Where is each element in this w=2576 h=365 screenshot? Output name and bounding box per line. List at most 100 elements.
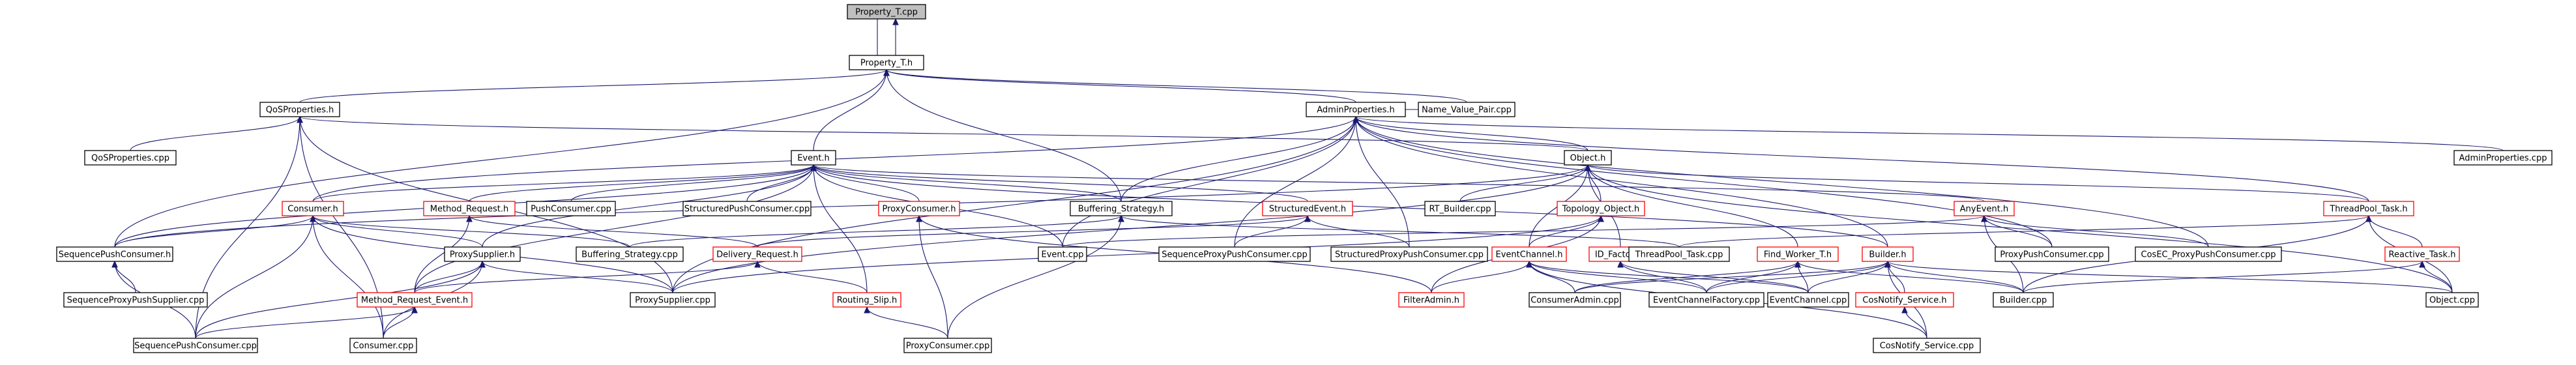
- include-edge: [1353, 115, 1588, 151]
- node-box: [1855, 292, 1954, 308]
- graph-node-anyevent-h[interactable]: AnyEvent.h: [1954, 201, 2015, 216]
- node-box: [1767, 292, 1849, 308]
- edge-line: [1355, 116, 2369, 202]
- node-label: ProxySupplier.cpp: [635, 296, 710, 306]
- graph-node-seqproxypushsupplier-cpp[interactable]: SequenceProxyPushSupplier.cpp: [63, 292, 208, 308]
- node-label: Reactive_Task.h: [2389, 250, 2456, 260]
- include-edge: [1062, 214, 1987, 248]
- graph-node-threadpool-task-cpp[interactable]: ThreadPool_Task.cpp: [1628, 246, 1730, 262]
- node-box: [84, 150, 177, 166]
- node-label: FilterAdmin.h: [1403, 296, 1459, 306]
- node-box: [1648, 292, 1764, 308]
- include-edge: [1901, 306, 1927, 339]
- graph-node-proxysupplier-cpp[interactable]: ProxySupplier.cpp: [630, 292, 716, 308]
- graph-node-eventchannel-h[interactable]: EventChannel.h: [1491, 246, 1567, 262]
- node-box: [1306, 102, 1406, 117]
- node-box: [1995, 246, 2109, 262]
- graph-node-method-request-event-h[interactable]: Method_Request_Event.h: [357, 292, 473, 308]
- graph-node-seqpushconsumer-cpp[interactable]: SequencePushConsumer.cpp: [133, 338, 258, 353]
- include-edge: [947, 214, 1124, 339]
- graph-node-find-worker-t-h[interactable]: Find_Worker_T.h: [1757, 246, 1839, 262]
- include-edge: [1794, 260, 2024, 293]
- node-label: PushConsumer.cpp: [531, 205, 611, 214]
- edge-line: [1706, 261, 1798, 293]
- graph-node-nvp-cpp[interactable]: Name_Value_Pair.cpp: [1418, 102, 1515, 117]
- graph-node-cosec-proxypushconsumer-cpp[interactable]: CosEC_ProxyPushConsumer.cpp: [2135, 246, 2282, 262]
- include-edge: [114, 68, 890, 248]
- node-box: [630, 292, 716, 308]
- edge-arrowhead: [892, 18, 899, 25]
- graph-node-structuredevent-h[interactable]: StructuredEvent.h: [1262, 201, 1353, 216]
- graph-node-consumeradmin-cpp[interactable]: ConsumerAdmin.cpp: [1529, 292, 1621, 308]
- edge-line: [383, 306, 415, 339]
- graph-node-qos-h[interactable]: QoSProperties.h: [259, 102, 340, 117]
- graph-node-property-t-cpp[interactable]: Property_T.cpp: [847, 4, 926, 20]
- graph-node-routing-slip-h[interactable]: Routing_Slip.h: [832, 292, 901, 308]
- node-label: ProxyConsumer.h: [882, 205, 956, 214]
- node-layer: Property_T.cppProperty_T.hQoSProperties.…: [56, 4, 2553, 353]
- graph-node-structpushconsumer-cpp[interactable]: StructuredPushConsumer.cpp: [682, 201, 812, 216]
- edge-line: [1234, 215, 1308, 248]
- edge-line: [886, 69, 1122, 202]
- graph-node-method-request-h[interactable]: Method_Request.h: [423, 201, 516, 216]
- graph-node-buffering-strategy-h[interactable]: Buffering_Strategy.h: [1070, 201, 1173, 216]
- node-box: [847, 4, 926, 20]
- graph-node-proxyconsumer-h[interactable]: ProxyConsumer.h: [878, 201, 960, 216]
- graph-node-cosnotify-service-cpp[interactable]: CosNotify_Service.cpp: [1873, 338, 1981, 353]
- graph-node-builder-cpp[interactable]: Builder.cpp: [1993, 292, 2054, 308]
- graph-node-admin-h[interactable]: AdminProperties.h: [1306, 102, 1406, 117]
- graph-node-seqpushconsumer-h[interactable]: SequencePushConsumer.h: [56, 246, 173, 262]
- graph-node-reactive-task-h[interactable]: Reactive_Task.h: [2384, 246, 2460, 262]
- graph-node-adminprop-cpp[interactable]: AdminProperties.cpp: [2453, 150, 2553, 166]
- graph-node-rt-builder-cpp[interactable]: RT_Builder.cpp: [1424, 201, 1496, 216]
- graph-node-event-h[interactable]: Event.h: [791, 150, 836, 166]
- graph-node-object-h[interactable]: Object.h: [1564, 150, 1612, 166]
- edge-arrowhead: [864, 306, 870, 314]
- graph-node-pushconsumer-cpp[interactable]: PushConsumer.cpp: [526, 201, 616, 216]
- node-box: [1398, 292, 1465, 308]
- node-label: Method_Request.h: [430, 205, 508, 214]
- node-box: [1038, 246, 1087, 262]
- graph-node-filteradmin-h[interactable]: FilterAdmin.h: [1398, 292, 1465, 308]
- graph-node-seqproxypushconsumer-cpp[interactable]: SequenceProxyPushConsumer.cpp: [1158, 246, 1311, 262]
- graph-node-consumer-h[interactable]: Consumer.h: [282, 201, 344, 216]
- node-label: SequencePushConsumer.h: [59, 250, 171, 260]
- edge-line: [130, 116, 300, 151]
- graph-node-qos-cpp[interactable]: QoSProperties.cpp: [84, 150, 177, 166]
- graph-node-property-t-h[interactable]: Property_T.h: [849, 55, 924, 70]
- edge-line: [813, 164, 1308, 202]
- node-label: EventChannelFactory.cpp: [1653, 296, 1760, 306]
- graph-node-proxypushconsumer-cpp[interactable]: ProxyPushConsumer.cpp: [1995, 246, 2109, 262]
- graph-node-proxysupplier-h[interactable]: ProxySupplier.h: [444, 246, 521, 262]
- graph-node-eventchannelfactory-cpp[interactable]: EventChannelFactory.cpp: [1648, 292, 1764, 308]
- edge-line: [947, 215, 1122, 339]
- graph-node-cosnotify-service-h[interactable]: CosNotify_Service.h: [1855, 292, 1954, 308]
- node-box: [832, 292, 901, 308]
- node-label: Event.cpp: [1041, 250, 1083, 260]
- node-box: [1862, 246, 1914, 262]
- graph-node-consumer-cpp[interactable]: Consumer.cpp: [349, 338, 417, 353]
- graph-node-event-cpp[interactable]: Event.cpp: [1038, 246, 1087, 262]
- edge-arrowhead: [1901, 306, 1908, 314]
- graph-node-object-cpp[interactable]: Object.cpp: [2425, 292, 2479, 308]
- edge-line: [1678, 215, 2369, 248]
- include-edge: [883, 68, 1467, 103]
- graph-node-builder-h[interactable]: Builder.h: [1862, 246, 1914, 262]
- node-label: ThreadPool_Task.cpp: [1635, 250, 1723, 260]
- graph-node-buffering-strategy-cpp[interactable]: Buffering_Strategy.cpp: [576, 246, 684, 262]
- edge-line: [1529, 215, 1602, 248]
- graph-node-threadpool-task-h[interactable]: ThreadPool_Task.h: [2323, 201, 2414, 216]
- edge-line: [469, 215, 758, 248]
- node-box: [1262, 201, 1353, 216]
- node-box: [1491, 246, 1567, 262]
- node-box: [1418, 102, 1515, 117]
- graph-node-proxyconsumer-cpp[interactable]: ProxyConsumer.cpp: [903, 338, 992, 353]
- graph-node-structproxypushconsumer-cpp[interactable]: StructuredProxyPushConsumer.cpp: [1330, 246, 1488, 262]
- include-edge: [414, 164, 817, 293]
- graph-node-eventchannel-cpp[interactable]: EventChannel.cpp: [1767, 292, 1849, 308]
- graph-node-topology-object-h[interactable]: Topology_Object.h: [1557, 201, 1645, 216]
- node-label: AdminProperties.cpp: [2459, 154, 2547, 164]
- edge-line: [757, 261, 868, 293]
- node-label: SequenceProxyPushConsumer.cpp: [1162, 250, 1307, 260]
- graph-node-delivery-request-h[interactable]: Delivery_Request.h: [712, 246, 802, 262]
